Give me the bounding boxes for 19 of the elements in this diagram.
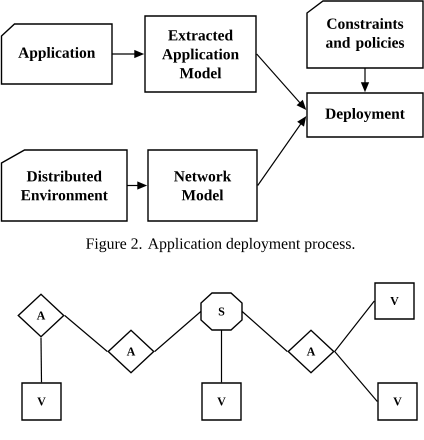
connector-line xyxy=(154,311,202,352)
process-box: Deployment xyxy=(306,92,424,138)
connector-line xyxy=(334,300,375,352)
octagon-node: S xyxy=(200,292,243,331)
connector-line xyxy=(334,351,378,402)
connector-line xyxy=(242,311,288,352)
square-node: V xyxy=(21,382,62,421)
connector-line xyxy=(64,315,108,352)
square-node: V xyxy=(374,282,415,320)
square-node: V xyxy=(377,382,418,421)
document-box: Distributed Environment xyxy=(0,149,128,222)
connector-line xyxy=(220,330,222,382)
process-box: Extracted Application Model xyxy=(144,15,257,93)
square-node: V xyxy=(201,382,242,421)
process-box: Network Model xyxy=(147,149,258,222)
document-box: Application xyxy=(0,23,113,85)
document-box: Constraints and policies xyxy=(306,0,424,69)
caption: Figure 2. Application deployment process. xyxy=(86,238,354,252)
connector-line xyxy=(40,338,42,382)
